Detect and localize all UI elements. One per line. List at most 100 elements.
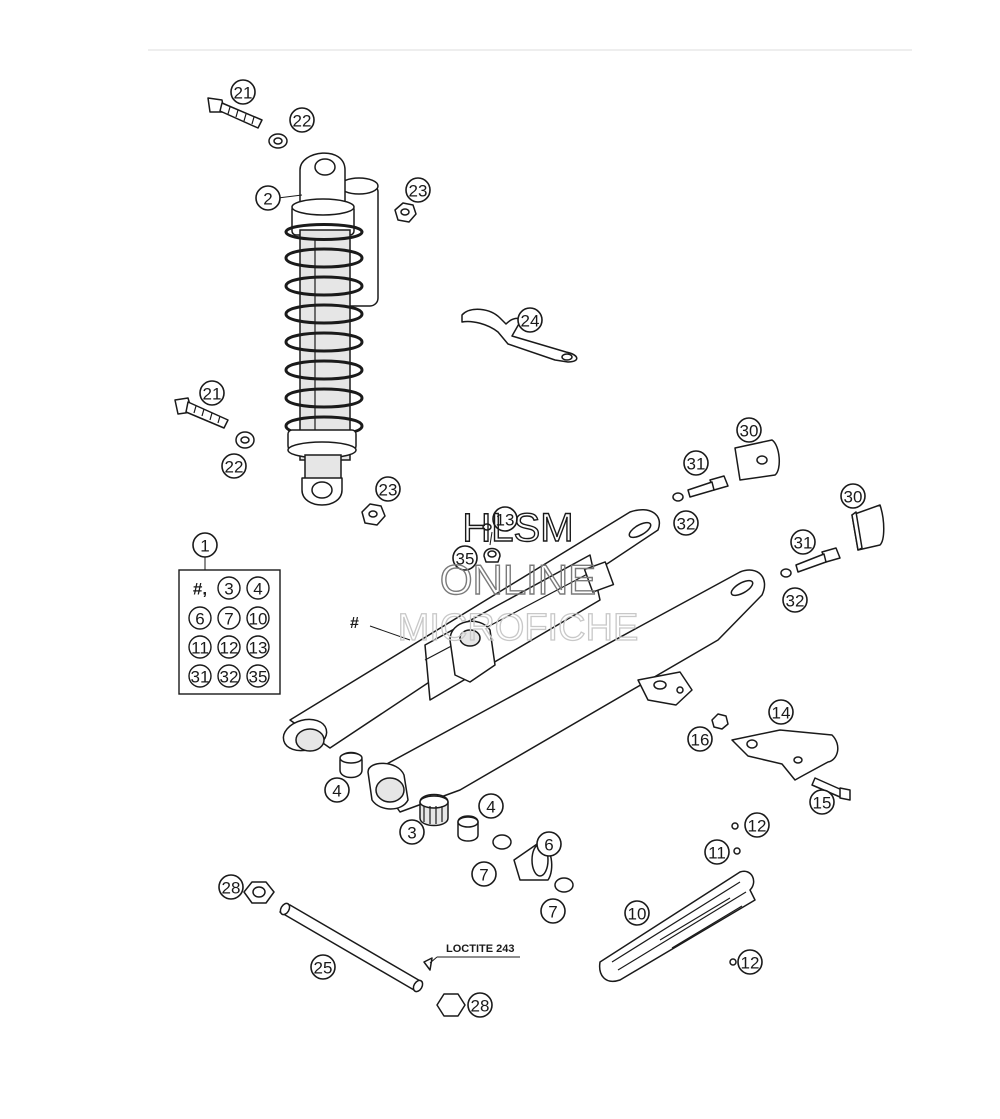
nut-16 [711, 713, 729, 730]
plate-30-a [734, 439, 780, 481]
kit-cell-number: 12 [220, 639, 239, 658]
callout-number: 23 [379, 481, 398, 500]
callout-number: 12 [741, 954, 760, 973]
callout-kit-1: 1 [192, 532, 218, 558]
callout-number: 13 [496, 511, 515, 530]
kit-cell: 35 [246, 664, 270, 688]
callout-number: 21 [203, 385, 222, 404]
swing-arm [282, 509, 766, 813]
kit-cell: 4 [246, 576, 270, 600]
callout-number: 32 [677, 515, 696, 534]
callout-c22b: 22 [221, 453, 247, 479]
locking-pin [423, 957, 433, 971]
callout-c28a: 28 [218, 874, 244, 900]
kit-cell-number: #, [193, 580, 207, 599]
kit-cell-number: 4 [253, 580, 262, 599]
callout-c7b: 7 [540, 898, 566, 924]
kit-cell: 10 [246, 606, 270, 630]
nut-23-lower [361, 503, 386, 526]
screw-13 [482, 523, 492, 531]
kit-cell: 3 [217, 576, 241, 600]
callout-number: 28 [471, 997, 490, 1016]
o-ring-7-b [554, 877, 574, 893]
bolt-21-lower [174, 397, 229, 429]
callout-number: 15 [813, 794, 832, 813]
hash-mark: # [350, 615, 359, 632]
callout-number: 11 [708, 844, 726, 863]
bolt-21-top [207, 97, 263, 129]
callout-number: 25 [314, 959, 333, 978]
loctite-note: LOCTITE 243 [446, 943, 514, 955]
screw-12-b [729, 958, 737, 966]
callout-number: 7 [548, 903, 557, 922]
callout-c28b: 28 [467, 992, 493, 1018]
callout-c30b: 30 [840, 483, 866, 509]
callout-number: 6 [544, 836, 553, 855]
washer-22-top [268, 133, 288, 149]
washer-32-a [672, 492, 684, 502]
washer-22-lower [235, 431, 255, 449]
callout-number: 31 [794, 534, 813, 553]
kit-cell: 11 [188, 635, 212, 659]
kit-cell-number: 32 [220, 668, 239, 687]
callout-number: 22 [225, 458, 244, 477]
kit-cell: 32 [217, 664, 241, 688]
chain-slider-10 [598, 870, 756, 982]
callout-c30a: 30 [736, 417, 762, 443]
kit-cell: 31 [188, 664, 212, 688]
nut-23-top [394, 202, 417, 223]
callout-c15: 15 [809, 789, 835, 815]
kit-cell-number: 6 [195, 610, 204, 629]
callout-number: 31 [687, 455, 706, 474]
callout-c24: 24 [517, 307, 543, 333]
callout-number: 32 [786, 592, 805, 611]
callout-number: 28 [222, 879, 241, 898]
kit-cell-number: 3 [224, 580, 233, 599]
kit-cell-number: 13 [249, 639, 268, 658]
callout-c12a: 12 [744, 812, 770, 838]
callout-c23a: 23 [405, 177, 431, 203]
kit-cell: 6 [188, 606, 212, 630]
clip-35 [483, 547, 501, 563]
kit-cell: #, [193, 580, 207, 599]
callout-number: 22 [293, 112, 312, 131]
shock-absorber-2 [284, 152, 379, 506]
callout-c25: 25 [310, 954, 336, 980]
callout-number: 30 [740, 422, 759, 441]
callout-c23b: 23 [375, 476, 401, 502]
plate-30-b [851, 504, 885, 551]
bolt-31-b [795, 547, 841, 573]
callout-c2: 2 [255, 185, 281, 211]
callout-number: 4 [486, 798, 495, 817]
bolt-31-a [687, 475, 729, 498]
kit-cell-number: 35 [249, 668, 268, 687]
bushing-4-right [457, 815, 479, 842]
callout-number: 10 [628, 905, 647, 924]
kit-cell-number: 31 [191, 668, 210, 687]
bushing-4-left [339, 751, 363, 779]
leader-lines [204, 194, 520, 964]
kit-cell-number: 11 [191, 639, 209, 658]
callout-c4a: 4 [324, 777, 350, 803]
watermark-line3: MICROFICHE [398, 607, 639, 649]
o-ring-7-a [492, 834, 512, 850]
callout-number: 23 [409, 182, 428, 201]
hook-wrench-24 [461, 308, 578, 363]
callout-c32a: 32 [673, 510, 699, 536]
callout-number: 35 [456, 550, 475, 569]
kit-cell-number: 10 [249, 610, 268, 629]
callout-c21b: 21 [199, 380, 225, 406]
axle-25 [279, 902, 424, 993]
callout-c3: 3 [399, 819, 425, 845]
callout-c14: 14 [768, 699, 794, 725]
callout-number: 14 [772, 704, 791, 723]
washer-32-b [780, 568, 792, 578]
callout-number: 21 [234, 84, 253, 103]
callout-number: 30 [844, 488, 863, 507]
screw-12-a [731, 822, 739, 830]
callout-c4b: 4 [478, 793, 504, 819]
callout-c31a: 31 [683, 450, 709, 476]
callout-c31b: 31 [790, 529, 816, 555]
kit-cell: 7 [217, 606, 241, 630]
